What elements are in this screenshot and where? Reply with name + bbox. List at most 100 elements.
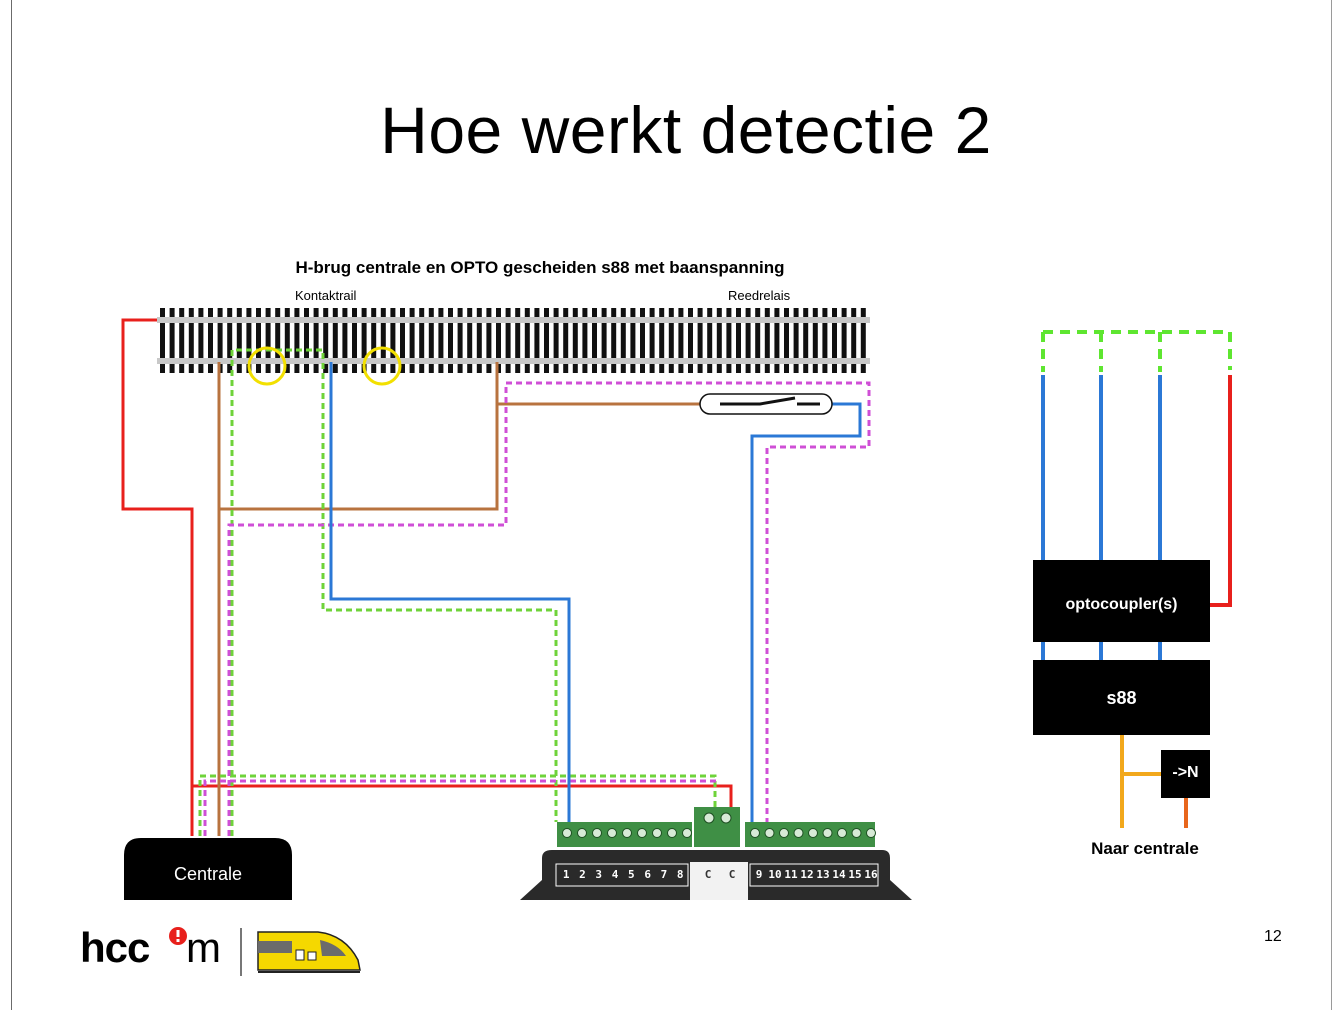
- terminal-label: C: [704, 868, 712, 881]
- terminal-label: 11: [784, 868, 798, 881]
- s88-label: s88: [1106, 688, 1137, 708]
- track-sleeper: [294, 308, 300, 373]
- track-sleeper: [553, 308, 559, 373]
- track-sleeper: [428, 308, 434, 373]
- terminal-screw: [592, 828, 602, 838]
- track-sleeper: [860, 308, 866, 373]
- green-dashed-common: [198, 774, 717, 836]
- terminal-screw: [837, 828, 847, 838]
- terminal-label: C: [728, 868, 736, 881]
- track-sleeper: [851, 308, 857, 373]
- track-sleeper: [544, 308, 549, 373]
- track-sleeper: [601, 308, 607, 373]
- track-rail-top: [157, 317, 870, 323]
- track-sleeper: [659, 308, 665, 373]
- track-sleeper: [400, 308, 405, 373]
- schematic-red-wire: [1209, 375, 1232, 607]
- logo-alert-icon: [169, 927, 187, 945]
- track-sleeper: [697, 308, 703, 373]
- terminal-label: 9: [755, 868, 763, 881]
- terminal-screw: [577, 828, 587, 838]
- track-sleeper: [515, 308, 521, 373]
- track-rail-bottom: [157, 358, 870, 364]
- optocoupler-box: [1033, 560, 1210, 642]
- track-sleeper: [438, 308, 444, 373]
- track-sleeper: [496, 308, 501, 373]
- logo-separator: [240, 928, 242, 976]
- terminal-screw: [667, 828, 677, 838]
- track-sleeper: [688, 308, 693, 373]
- track-sleeper: [640, 308, 645, 373]
- terminal-label: 3: [595, 868, 603, 881]
- track-sleeper: [332, 308, 338, 373]
- terminal-screw: [764, 828, 775, 838]
- brown-wire-loop: [219, 362, 499, 511]
- magenta-dashed-common: [203, 779, 720, 836]
- terminal-screw: [793, 828, 804, 838]
- track-sleeper: [736, 308, 741, 373]
- track-sleeper: [534, 308, 540, 373]
- track-sleeper: [198, 308, 204, 373]
- track-sleeper: [256, 308, 261, 373]
- track-sleeper: [380, 308, 386, 373]
- track-sleeper: [361, 308, 367, 373]
- track-sleeper: [208, 308, 213, 373]
- track-sleeper: [668, 308, 674, 373]
- centrale-label: Centrale: [173, 864, 243, 884]
- contact-rail-label: Kontaktrail: [295, 288, 357, 303]
- terminal-label: 7: [660, 868, 668, 881]
- page-number: 12: [1264, 928, 1282, 945]
- terminal-label: 2: [579, 868, 586, 881]
- track-sleeper: [409, 308, 415, 373]
- terminal-label: 1: [562, 868, 570, 881]
- train-logo-icon: [257, 931, 361, 973]
- track-sleeper: [649, 308, 655, 373]
- terminal-label: 16: [864, 868, 878, 881]
- track-sleeper: [611, 308, 617, 373]
- optocoupler-label: optocoupler(s): [1065, 596, 1178, 613]
- reed-contact-left: [720, 396, 796, 406]
- terminal-label: 10: [768, 868, 782, 881]
- track-sleepers: [160, 308, 866, 373]
- track-sleeper: [726, 308, 732, 373]
- track-sleeper: [592, 308, 597, 373]
- track-sleeper: [563, 308, 569, 373]
- track-sleeper: [275, 308, 281, 373]
- red-wire-track: [121, 318, 194, 836]
- naar-centrale-label: Naar centrale: [1091, 839, 1199, 858]
- diagram-title: H-brug centrale en OPTO gescheiden s88 m…: [295, 258, 785, 277]
- terminal-screw: [851, 828, 862, 838]
- centrale-box: [124, 838, 292, 900]
- blue-wire-reed: [750, 402, 862, 822]
- terminal-screw: [779, 828, 789, 838]
- track-sleeper: [390, 308, 396, 373]
- terminal-label: 5: [628, 868, 635, 881]
- s88-box: [1033, 660, 1210, 735]
- terminal-screw: [622, 828, 632, 838]
- track-sleeper: [745, 308, 751, 373]
- terminal-label: 14: [832, 868, 846, 881]
- track-sleeper: [505, 308, 511, 373]
- terminal-screw: [562, 828, 572, 838]
- track-sleeper: [160, 308, 165, 373]
- terminal-label: 15: [848, 868, 862, 881]
- track-sleeper: [246, 308, 252, 373]
- track-sleeper: [582, 308, 588, 373]
- track-sleeper: [342, 308, 348, 373]
- track-sleeper: [179, 308, 185, 373]
- track-sleeper: [803, 308, 809, 373]
- track-sleeper: [572, 308, 578, 373]
- track-sleeper: [707, 308, 713, 373]
- track-sleeper: [822, 308, 828, 373]
- track-sleeper: [755, 308, 761, 373]
- track-sleeper: [371, 308, 377, 373]
- track-sleeper: [620, 308, 626, 373]
- track-sleeper: [524, 308, 530, 373]
- terminal-screw: [750, 828, 760, 838]
- terminal-label: 12: [800, 868, 814, 881]
- red-wire-common: [192, 784, 733, 807]
- reed-relay-label: Reedrelais: [728, 288, 791, 303]
- slide-title: Hoe werkt detectie 2: [380, 93, 992, 167]
- track-sleeper: [832, 308, 837, 373]
